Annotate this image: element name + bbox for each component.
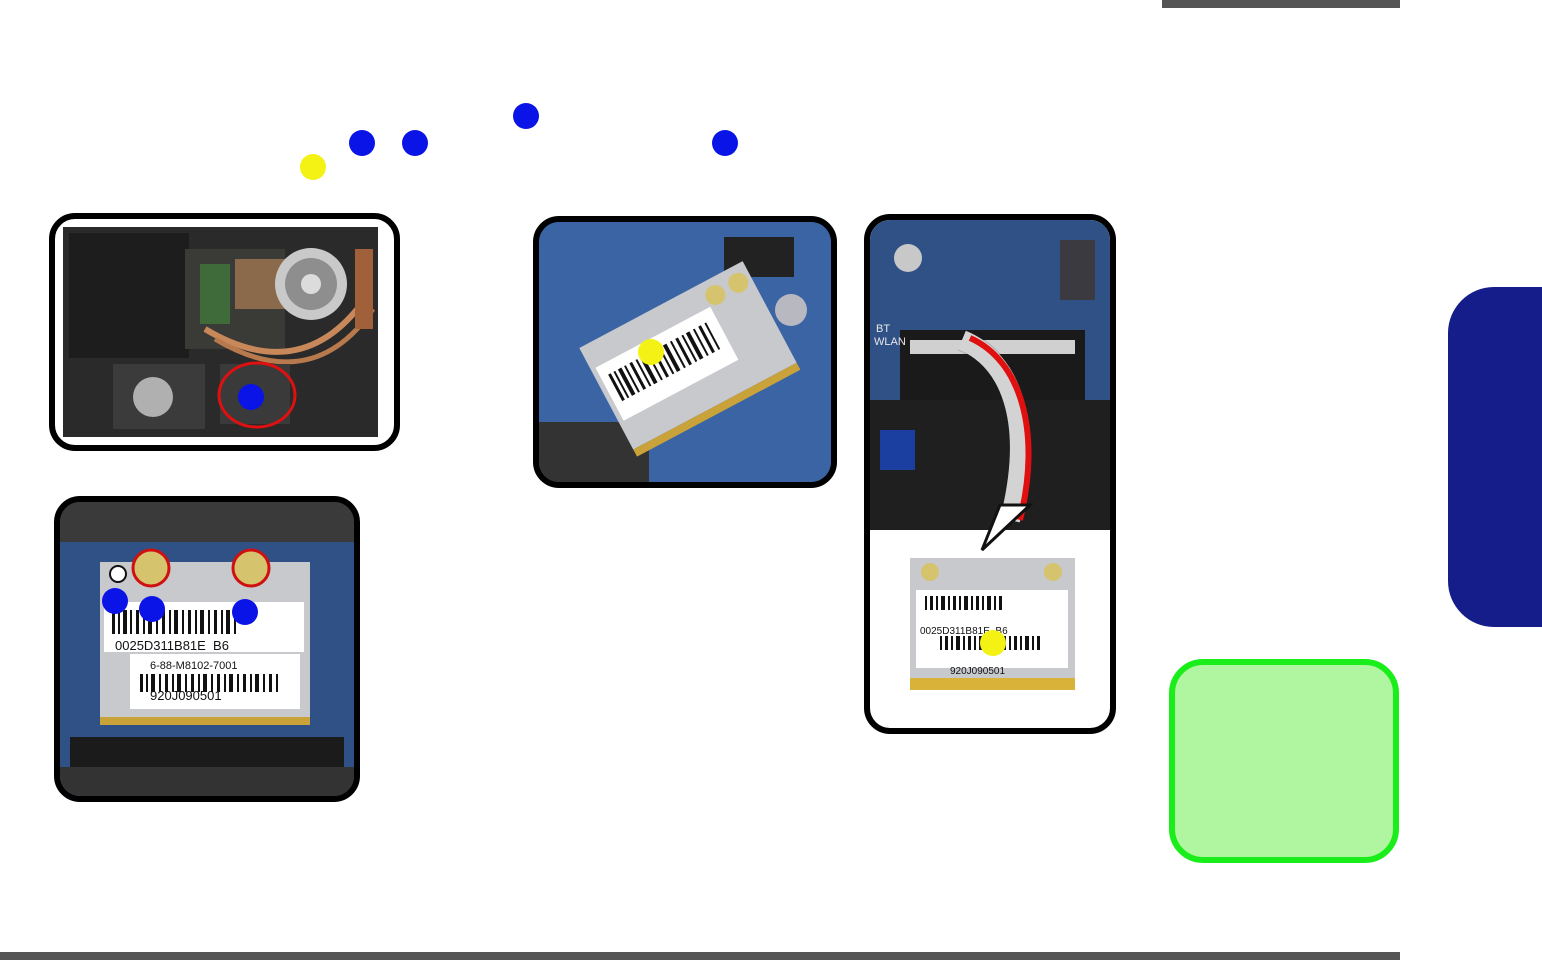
footer-bar xyxy=(0,952,1400,960)
chapter-side-tab[interactable] xyxy=(1448,287,1542,627)
card-serial-label: 0025D311B81E B6 xyxy=(920,626,1008,637)
marker-wlan-location xyxy=(238,384,264,410)
figure-wlan-screws: 0025D311B81E B6 6-88-M8102-7001 920J0905… xyxy=(54,496,360,802)
card-serial-label: 0025D311B81E B6 xyxy=(115,638,229,653)
header-bar xyxy=(1162,0,1400,8)
note-box xyxy=(1169,659,1399,863)
card-lot-label: 920J090501 xyxy=(150,688,222,703)
board-label-wlan: WLAN xyxy=(874,336,906,348)
figure-wlan-raised xyxy=(533,216,837,488)
marker-screw xyxy=(102,588,128,614)
step-marker-yellow xyxy=(300,154,326,180)
step-marker-blue xyxy=(402,130,428,156)
figure-wlan-removed: BT WLAN 0025D311B81E B6 920J090501 xyxy=(864,214,1116,734)
marker-wlan-module xyxy=(980,630,1006,656)
board-label-bt: BT xyxy=(876,323,891,335)
marker-wlan-module xyxy=(638,339,664,365)
step-marker-blue xyxy=(349,130,375,156)
marker-antenna-cable xyxy=(139,596,165,622)
card-lot-label: 920J090501 xyxy=(950,666,1006,677)
step-marker-blue xyxy=(712,130,738,156)
figure-laptop-bottom xyxy=(49,213,400,451)
step-marker-blue xyxy=(513,103,539,129)
marker-antenna-cable xyxy=(232,599,258,625)
card-part-label: 6-88-M8102-7001 xyxy=(150,660,238,672)
